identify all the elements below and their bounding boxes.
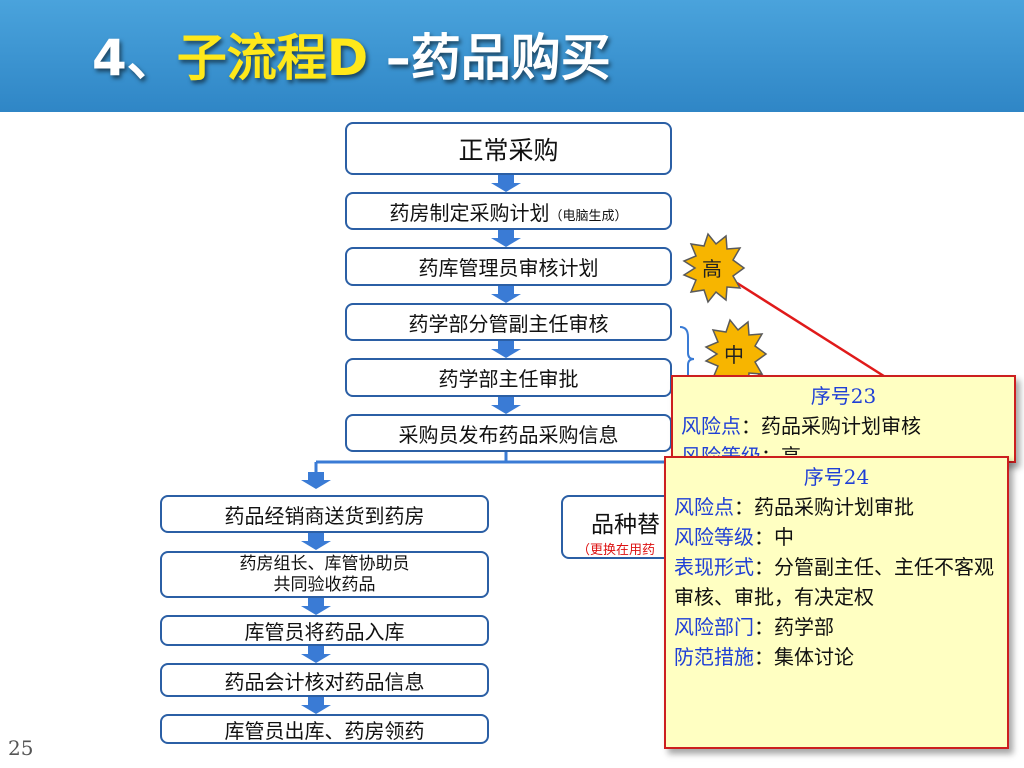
branch-step-label: 共同验收药品	[273, 574, 376, 595]
branch-step-label: 库管员将药品入库	[244, 620, 405, 644]
arrow-down	[491, 175, 521, 192]
arrow-down	[491, 286, 521, 303]
alt-branch-note: （更换在用药	[577, 543, 656, 558]
slide-title: 4、子流程D –药品购买	[92, 18, 611, 98]
flow-step-label: 采购员发布药品采购信息	[398, 422, 619, 447]
risk-point-value: ：药品采购计划审批	[734, 495, 914, 519]
title-banner: 4、子流程D –药品购买	[0, 0, 1024, 112]
arrow-down	[301, 697, 331, 714]
risk-point-label: 风险点	[681, 414, 741, 438]
flow-step-box: 药库管理员审核计划	[345, 247, 672, 286]
flow-step-label: 药学部分管副主任审核	[408, 311, 609, 336]
branch-step-label: 药房组长、库管协助员	[239, 553, 410, 574]
flow-step-label: 药学部主任审批	[438, 367, 579, 391]
risk-level-value: ：中	[754, 525, 794, 549]
arrow-down	[491, 341, 521, 358]
branch-step-box: 药品会计核对药品信息	[160, 663, 489, 697]
risk-point-label: 风险点	[674, 495, 734, 519]
risk-form-value: ：分管副主任、主任不客观审核、审批，有决定权	[674, 555, 994, 609]
branch-step-box: 库管员出库、药房领药	[160, 714, 489, 744]
flow-step-note: （电脑生成）	[549, 208, 628, 224]
alt-branch-title: 品种替	[591, 512, 660, 538]
risk-measure-value: ：集体讨论	[754, 645, 854, 669]
branch-step-label: 药品会计核对药品信息	[224, 669, 425, 694]
risk-badge-high: 高	[682, 232, 746, 304]
risk-dept-label: 风险部门	[674, 615, 754, 639]
risk-badge-high-label: 高	[702, 257, 722, 281]
flow-step-label: 药库管理员审核计划	[418, 256, 599, 280]
risk-dept-value: ：药学部	[754, 615, 834, 639]
flow-start-box: 正常采购	[345, 122, 672, 175]
arrow-down	[491, 397, 521, 414]
risk-card-seq: 序号23	[810, 384, 877, 408]
risk-badge-mid: 中	[704, 318, 768, 390]
title-highlight: 子流程D	[176, 29, 369, 87]
risk-badge-mid-label: 中	[724, 343, 744, 367]
flow-step-box: 药学部主任审批	[345, 358, 672, 397]
branch-step-box: 库管员将药品入库	[160, 615, 489, 646]
title-prefix: 4、	[92, 29, 177, 87]
page-number: 25	[8, 736, 34, 760]
arrow-down	[301, 646, 331, 663]
branch-step-label: 药品经销商送货到药房	[224, 503, 425, 528]
arrow-down	[301, 533, 331, 550]
branch-step-label: 库管员出库、药房领药	[224, 718, 425, 743]
risk-card-24: 序号24 风险点：药品采购计划审批 风险等级：中 表现形式：分管副主任、主任不客…	[664, 456, 1009, 749]
flow-step-box: 药房制定采购计划（电脑生成）	[345, 192, 672, 230]
flow-start-label: 正常采购	[458, 135, 559, 165]
risk-level-label: 风险等级	[674, 525, 754, 549]
risk-form-label: 表现形式	[674, 555, 754, 579]
flow-step-box: 采购员发布药品采购信息	[345, 414, 672, 452]
arrow-down	[491, 230, 521, 247]
title-suffix: –药品购买	[368, 29, 611, 87]
flow-step-box: 药学部分管副主任审核	[345, 303, 672, 341]
branch-step-box: 药房组长、库管协助员 共同验收药品	[160, 551, 489, 598]
arrow-down	[301, 598, 331, 615]
arrow-down	[301, 472, 331, 489]
risk-point-value: ：药品采购计划审核	[741, 414, 921, 438]
risk-measure-label: 防范措施	[674, 645, 754, 669]
risk-card-23: 序号23 风险点：药品采购计划审核 风险等级：高	[671, 375, 1016, 463]
branch-step-box: 药品经销商送货到药房	[160, 495, 489, 533]
risk-card-seq: 序号24	[803, 465, 870, 489]
flow-step-label: 药房制定采购计划	[389, 200, 550, 225]
